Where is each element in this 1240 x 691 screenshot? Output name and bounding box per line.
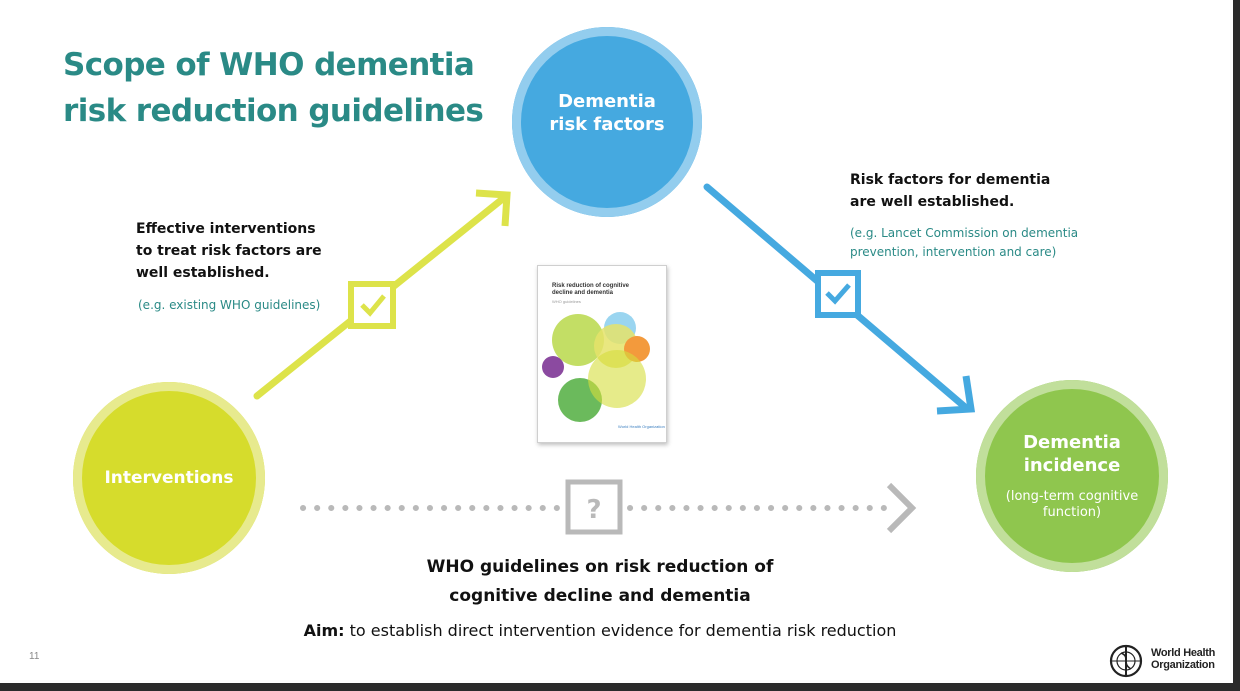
center-caption: WHO guidelines on risk reduction of cogn… bbox=[320, 553, 880, 611]
right-note-line-1: (e.g. Lancet Commission on dementia bbox=[850, 226, 1079, 240]
aim-statement: Aim: to establish direct intervention ev… bbox=[200, 621, 1000, 640]
risk-factors-node: Dementia risk factors bbox=[512, 27, 702, 217]
cover-who-logo: World Health Organization bbox=[618, 424, 665, 429]
slide-title: Scope of WHO dementia risk reduction gui… bbox=[63, 42, 484, 134]
right-note: (e.g. Lancet Commission on dementia prev… bbox=[850, 224, 1078, 262]
right-annotation: Risk factors for dementia are well estab… bbox=[850, 169, 1050, 213]
guideline-cover-image: Risk reduction of cognitive decline and … bbox=[537, 265, 667, 443]
incidence-node: Dementia incidence (long-term cognitive … bbox=[976, 380, 1168, 572]
incidence-line-1: Dementia bbox=[1023, 432, 1121, 453]
incidence-sub-1: (long-term cognitive bbox=[1005, 489, 1139, 504]
interventions-node: Interventions bbox=[73, 382, 265, 574]
interventions-to-risk-arrowhead bbox=[475, 189, 511, 227]
incidence-line-2: incidence bbox=[1023, 455, 1121, 476]
center-caption-line-2: cognitive decline and dementia bbox=[449, 586, 751, 606]
who-logo-line-1: World Health bbox=[1151, 647, 1216, 659]
cover-title: Risk reduction of cognitive decline and … bbox=[552, 283, 642, 297]
left-note: (e.g. existing WHO guidelines) bbox=[138, 298, 321, 312]
who-logo-line-2: Organization bbox=[1151, 659, 1215, 671]
check-box-left bbox=[348, 281, 396, 329]
question-mark: ? bbox=[586, 495, 601, 525]
left-text-line-1: Effective interventions bbox=[136, 221, 316, 237]
left-annotation: Effective interventions to treat risk fa… bbox=[136, 218, 322, 284]
cover-title-line-2: decline and dementia bbox=[552, 290, 614, 296]
dotted-arrowhead bbox=[886, 482, 917, 534]
check-icon-right bbox=[825, 283, 851, 305]
aim-text: to establish direct intervention evidenc… bbox=[344, 621, 897, 640]
cover-title-line-1: Risk reduction of cognitive bbox=[552, 283, 630, 289]
incidence-sub-2: function) bbox=[1042, 505, 1102, 520]
interventions-label: Interventions bbox=[104, 468, 234, 488]
title-line-1: Scope of WHO dementia bbox=[63, 47, 475, 83]
who-logo: World Health Organization bbox=[1107, 643, 1222, 679]
left-text-line-3: well established. bbox=[136, 265, 270, 281]
risk-to-incidence-arrowhead bbox=[936, 375, 976, 415]
center-caption-line-1: WHO guidelines on risk reduction of bbox=[426, 557, 774, 577]
right-text-line-2: are well established. bbox=[850, 194, 1015, 210]
right-text-line-1: Risk factors for dementia bbox=[850, 172, 1051, 188]
question-box bbox=[565, 479, 623, 535]
check-icon-left bbox=[360, 294, 386, 317]
risk-factors-line-1: Dementia bbox=[558, 91, 656, 112]
page-number: 11 bbox=[29, 651, 40, 662]
cover-subtitle: WHO guidelines bbox=[552, 299, 581, 304]
cover-blob-purple bbox=[542, 356, 564, 378]
title-line-2: risk reduction guidelines bbox=[63, 93, 484, 129]
risk-factors-line-2: risk factors bbox=[549, 114, 665, 135]
who-emblem-icon bbox=[1109, 644, 1143, 678]
right-note-line-2: prevention, intervention and care) bbox=[850, 245, 1057, 259]
cover-blob-lime bbox=[588, 350, 646, 408]
aim-prefix: Aim: bbox=[303, 621, 345, 640]
left-text-line-2: to treat risk factors are bbox=[136, 243, 322, 259]
